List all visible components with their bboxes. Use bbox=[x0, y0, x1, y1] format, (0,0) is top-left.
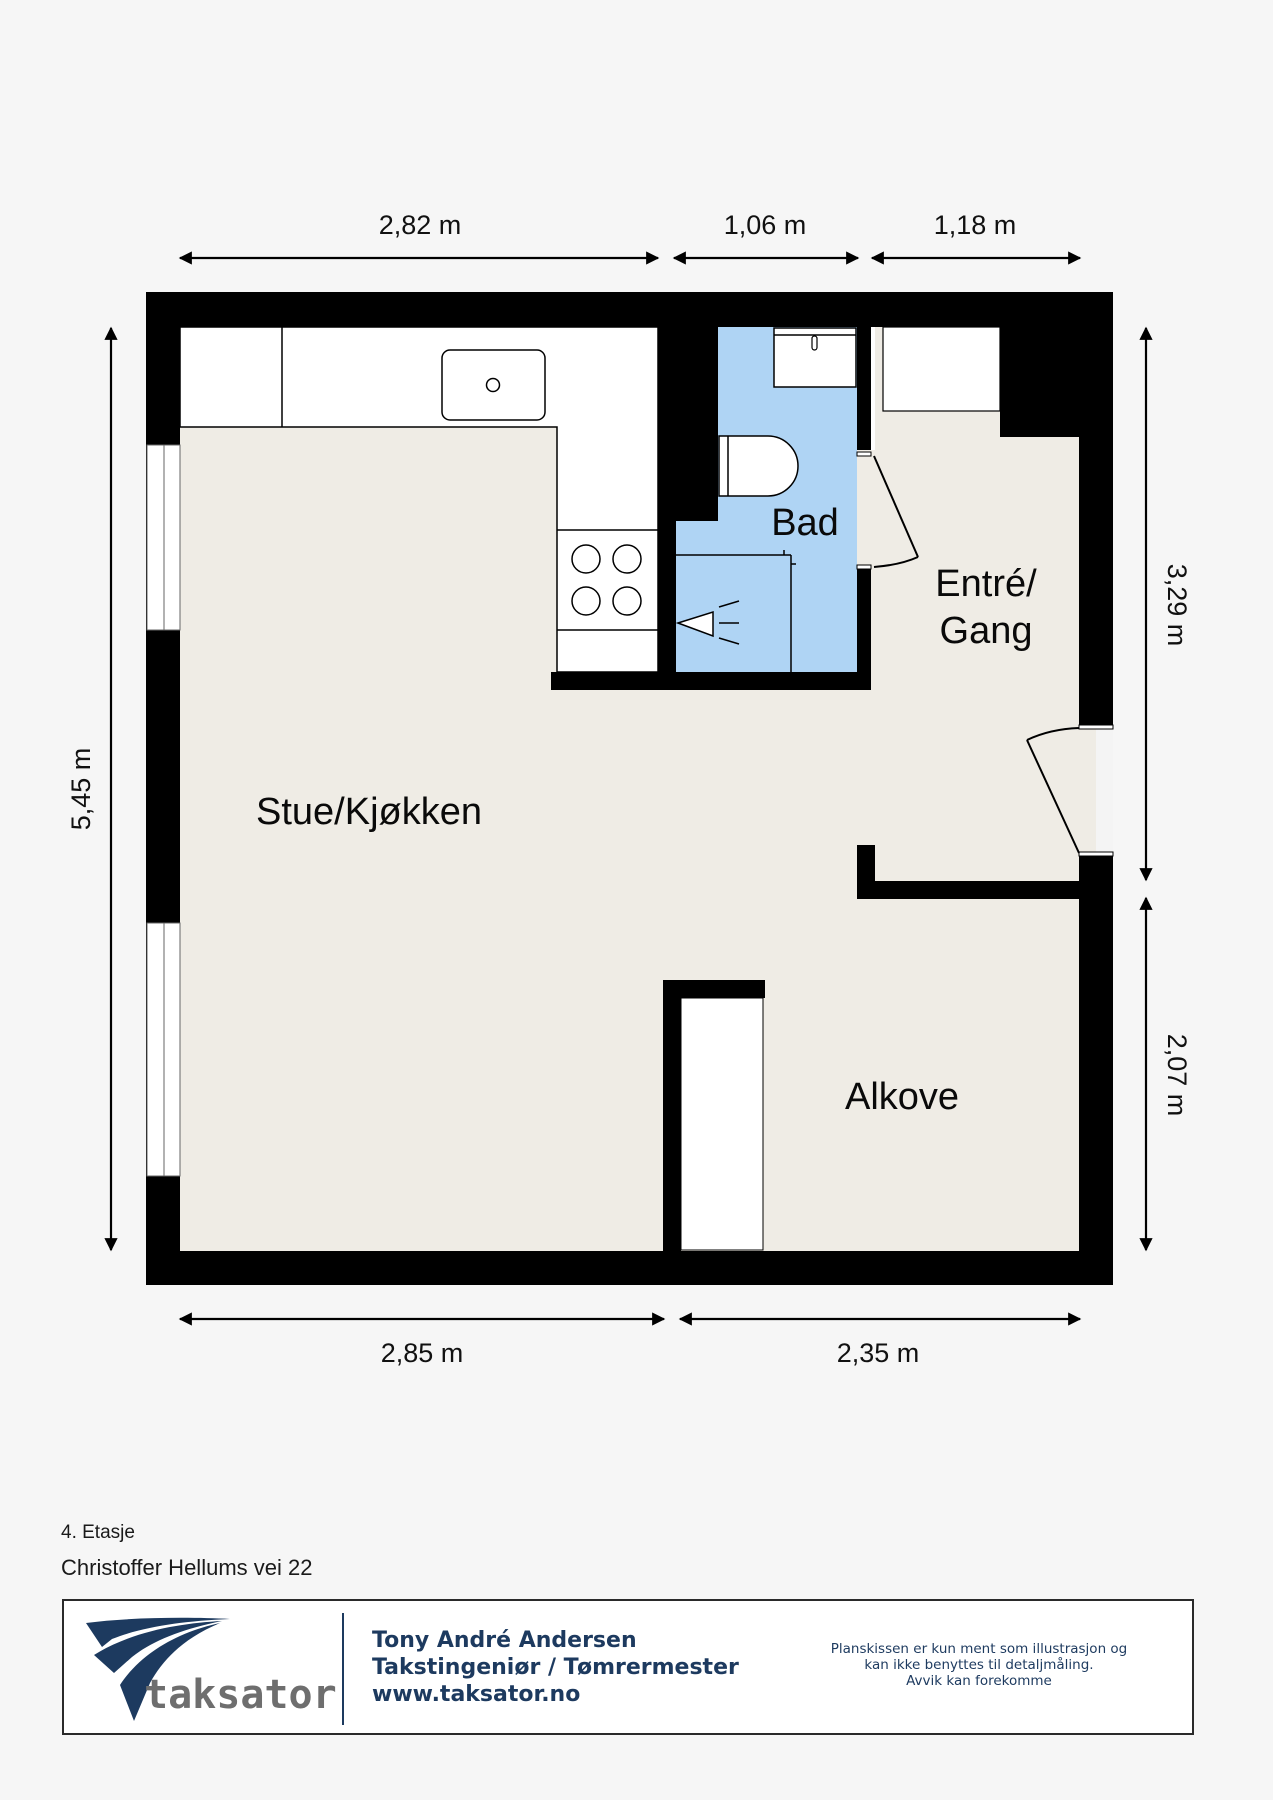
shower-icon bbox=[675, 550, 796, 672]
company-website[interactable]: www.taksator.no bbox=[372, 1682, 581, 1707]
bathroom bbox=[675, 327, 857, 672]
company-name: Tony André Andersen bbox=[372, 1628, 637, 1653]
dim-top-2: 1,06 m bbox=[724, 210, 807, 240]
bathroom-sink-icon bbox=[773, 327, 857, 388]
dimension-lines bbox=[104, 251, 1153, 1326]
stove-icon bbox=[571, 544, 642, 616]
disclaimer-line-3: Avvik kan forekomme bbox=[906, 1673, 1052, 1689]
company-title: Takstingeniør / Tømrermester bbox=[372, 1655, 739, 1680]
window-lower bbox=[146, 922, 181, 1177]
front-door[interactable] bbox=[1026, 724, 1114, 857]
logo-wordmark: taksator bbox=[144, 1672, 337, 1718]
floor-caption: 4. Etasje bbox=[61, 1522, 135, 1543]
dim-right-2: 2,07 m bbox=[1162, 1034, 1192, 1117]
windows bbox=[146, 444, 181, 1177]
company-info: Tony André Andersen Takstingeniør / Tømr… bbox=[372, 1627, 739, 1708]
bathroom-door[interactable] bbox=[856, 450, 919, 570]
room-label-entrance-2: Gang bbox=[940, 610, 1033, 652]
footer-divider bbox=[342, 1613, 344, 1725]
kitchen-counters bbox=[179, 326, 659, 673]
entrance-closet bbox=[871, 326, 1001, 450]
disclaimer-line-1: Planskissen er kun ment som illustrasjon… bbox=[830, 1641, 1128, 1657]
dim-left: 5,45 m bbox=[66, 748, 96, 831]
dim-bottom-2: 2,35 m bbox=[837, 1338, 920, 1368]
dim-top-3: 1,18 m bbox=[934, 210, 1017, 240]
kitchen-sink-icon bbox=[441, 349, 546, 421]
taksator-logo: taksator bbox=[86, 1617, 337, 1721]
dim-top-1: 2,82 m bbox=[379, 210, 462, 240]
dim-bottom-1: 2,85 m bbox=[381, 1338, 464, 1368]
swoosh-icon bbox=[86, 1617, 230, 1721]
room-label-entrance-1: Entré/ bbox=[935, 563, 1037, 605]
window-upper bbox=[146, 444, 181, 631]
disclaimer: Planskissen er kun ment som illustrasjon… bbox=[804, 1641, 1154, 1689]
room-label-living-kitchen: Stue/Kjøkken bbox=[256, 791, 482, 833]
room-label-bathroom: Bad bbox=[771, 502, 839, 544]
disclaimer-line-2: kan ikke benyttes til detaljmåling. bbox=[864, 1657, 1094, 1673]
toilet-icon bbox=[718, 435, 799, 497]
room-label-alcove: Alkove bbox=[845, 1076, 959, 1118]
dim-right-1: 3,29 m bbox=[1162, 564, 1192, 647]
footer-banner: taksator Tony André Andersen Takstingeni… bbox=[62, 1599, 1194, 1735]
address-caption: Christoffer Hellums vei 22 bbox=[61, 1555, 313, 1580]
alcove-wardrobe bbox=[680, 997, 764, 1251]
